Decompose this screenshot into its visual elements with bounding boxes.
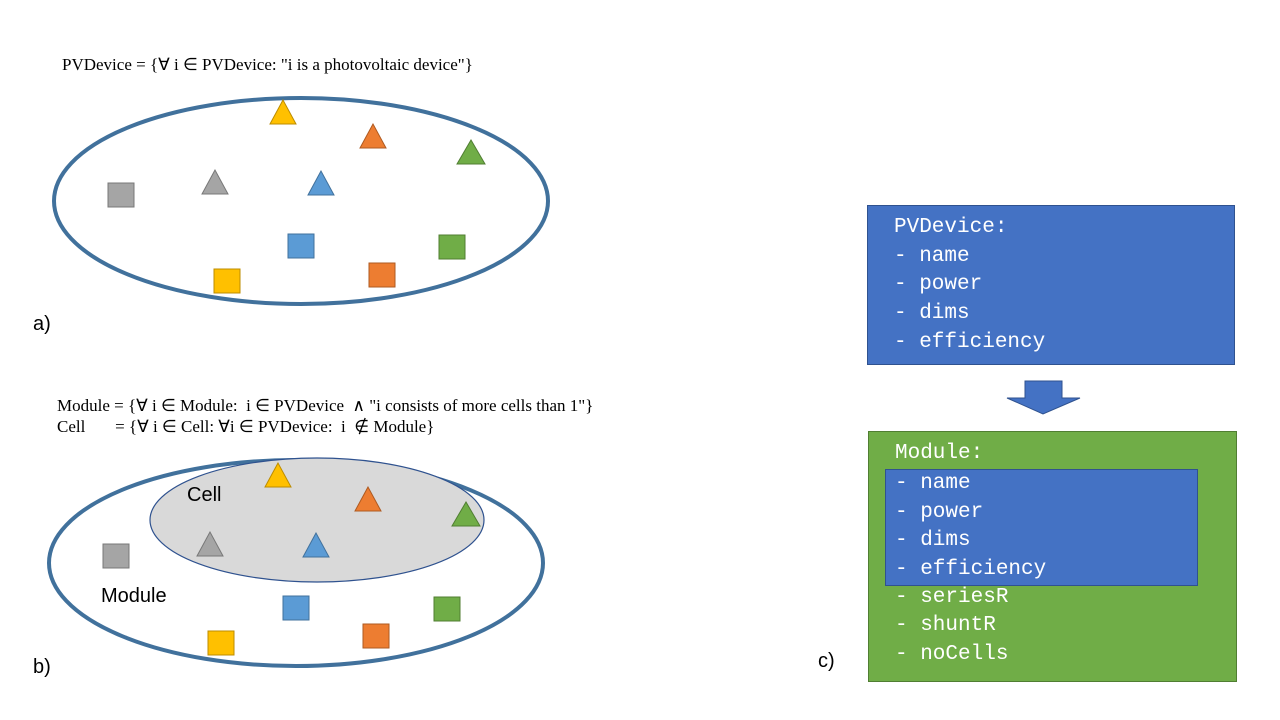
pvdevice-class-title: PVDevice: bbox=[894, 216, 1008, 239]
yellow-triangle-a bbox=[269, 98, 297, 125]
yellow-square-b bbox=[207, 630, 235, 656]
cell-set-ellipse bbox=[149, 457, 485, 583]
cell-set-formula: Cell = {∀ i ∈ Cell: ∀i ∈ PVDevice: i ∉ M… bbox=[57, 417, 435, 436]
inherited-attribute-efficiency: - efficiency bbox=[895, 558, 1047, 582]
yellow-square-a bbox=[213, 268, 241, 294]
pvdevice-class-box: PVDevice: - name - power - dims - effici… bbox=[867, 205, 1235, 365]
cell-set-label: Cell bbox=[187, 484, 222, 506]
panel-a-label: a) bbox=[33, 313, 51, 335]
blue-square-a bbox=[287, 233, 315, 259]
inherited-attribute-dims: - dims bbox=[895, 529, 971, 553]
module-set-formula: Module = {∀ i ∈ Module: i ∈ PVDevice ∧ "… bbox=[57, 396, 594, 415]
pvdevice-set-ellipse bbox=[52, 96, 550, 306]
blue-triangle-b bbox=[302, 531, 330, 558]
green-square-a bbox=[438, 234, 466, 260]
gray-triangle-b bbox=[196, 530, 224, 557]
orange-triangle-a bbox=[359, 122, 387, 149]
module-attribute-noCells: - noCells bbox=[895, 642, 1009, 666]
pvdevice-attribute-dims: - dims bbox=[894, 302, 970, 326]
panel-b-label: b) bbox=[33, 656, 51, 678]
module-attribute-seriesR: - seriesR bbox=[895, 585, 1009, 609]
orange-square-a bbox=[368, 262, 396, 288]
inherited-attributes-box: - name - power - dims - efficiency bbox=[885, 469, 1198, 586]
orange-triangle-b bbox=[354, 485, 382, 512]
inherited-attribute-name: - name bbox=[895, 472, 971, 495]
orange-square-b bbox=[362, 623, 390, 649]
pvdevice-attribute-power: - power bbox=[894, 273, 983, 297]
gray-triangle-a bbox=[201, 168, 229, 195]
panel-c-label: c) bbox=[818, 650, 835, 672]
blue-square-b bbox=[282, 595, 310, 621]
green-triangle-b bbox=[451, 501, 481, 527]
pvdevice-set-formula: PVDevice = {∀ i ∈ PVDevice: "i is a phot… bbox=[62, 55, 473, 74]
module-attribute-shuntR: - shuntR bbox=[895, 614, 996, 638]
module-set-label: Module bbox=[101, 585, 167, 607]
inherited-attribute-power: - power bbox=[895, 500, 984, 524]
gray-square-b bbox=[102, 543, 130, 569]
pvdevice-attribute-efficiency: - efficiency bbox=[894, 330, 1046, 354]
pvdevice-attribute-name: - name bbox=[894, 244, 970, 268]
green-square-b bbox=[433, 596, 461, 622]
green-triangle-a bbox=[456, 139, 486, 165]
inheritance-down-arrow bbox=[1006, 380, 1081, 415]
gray-square-a bbox=[107, 182, 135, 208]
blue-triangle-a bbox=[307, 169, 335, 196]
module-class-title: Module: bbox=[895, 442, 984, 465]
yellow-triangle-b bbox=[264, 461, 292, 488]
